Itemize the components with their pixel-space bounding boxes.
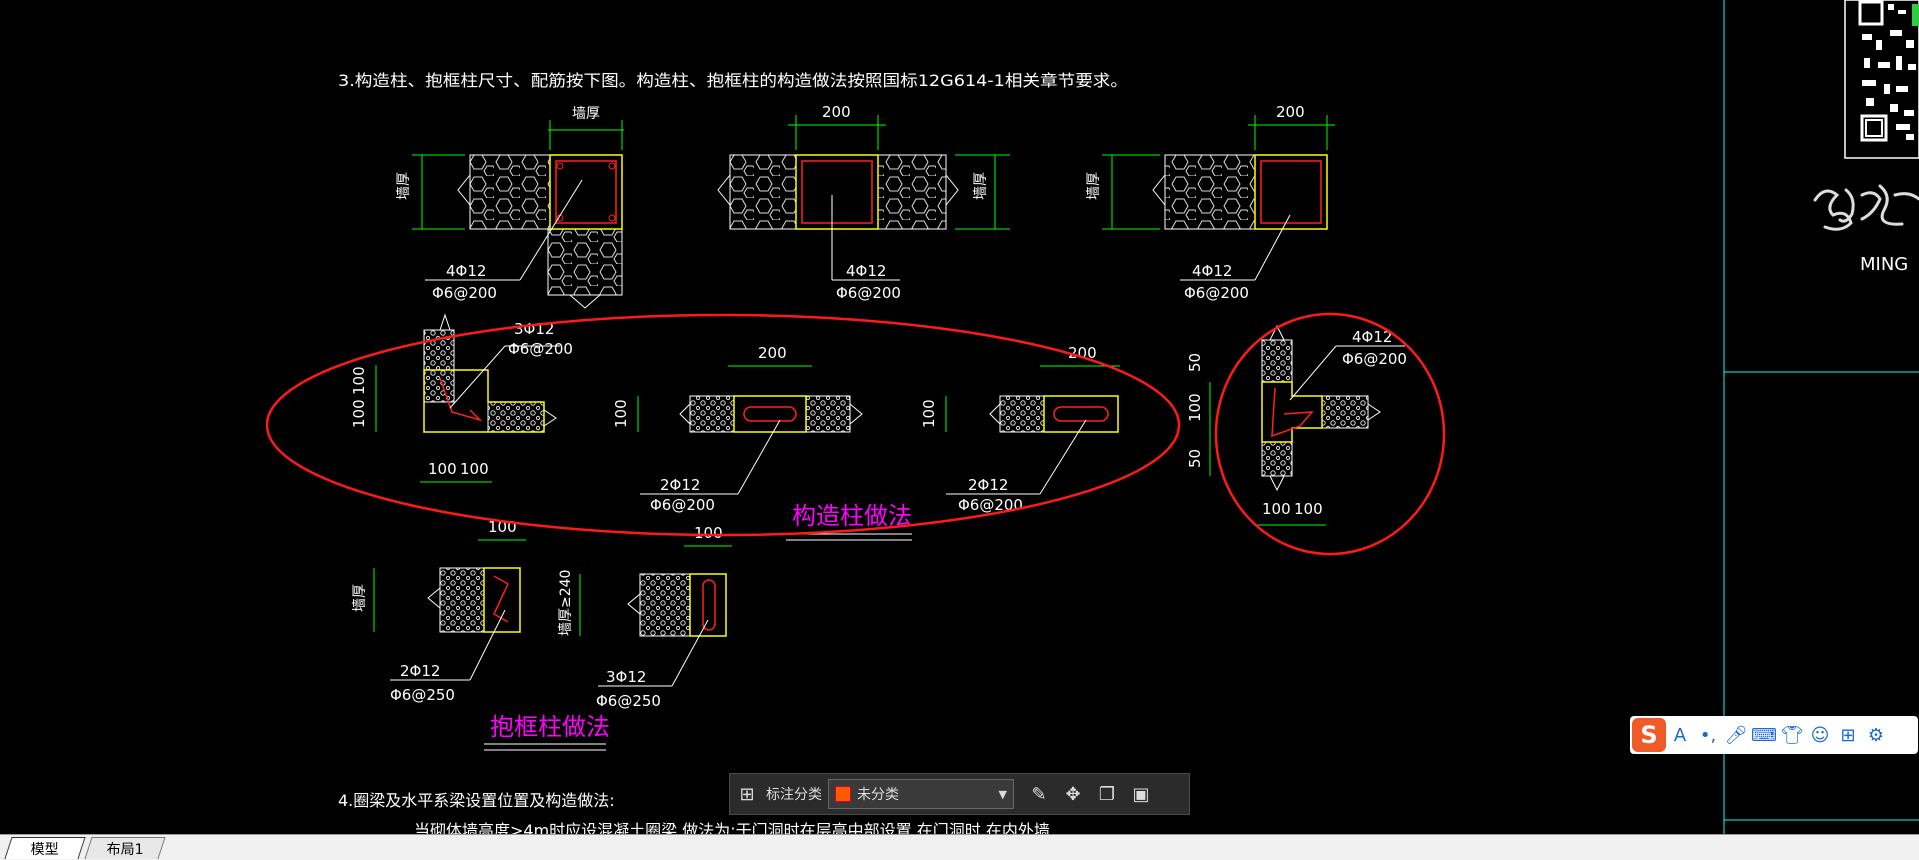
annotation-category-label: 标注分类 bbox=[766, 787, 822, 803]
annotation-toolbar: ⊞ 标注分类 未分类 ▼ ✎ ✥ ❐ ▣ bbox=[729, 773, 1190, 815]
punctuation-icon[interactable]: •, bbox=[1699, 724, 1717, 746]
svg-text:100: 100 bbox=[920, 399, 938, 428]
svg-text:2Φ12: 2Φ12 bbox=[400, 662, 440, 680]
svg-text:200: 200 bbox=[1276, 103, 1305, 121]
tab-layout1[interactable]: 布局1 bbox=[84, 837, 166, 859]
qr-code bbox=[1844, 0, 1919, 159]
svg-text:200: 200 bbox=[758, 344, 787, 362]
svg-text:Φ6@200: Φ6@200 bbox=[1184, 284, 1249, 302]
svg-text:50: 50 bbox=[1186, 353, 1204, 372]
svg-text:200: 200 bbox=[822, 103, 851, 121]
detail-f: 200 100 2Φ12 Φ6@200 bbox=[920, 344, 1120, 514]
svg-text:200: 200 bbox=[1068, 344, 1097, 362]
svg-text:4Φ12: 4Φ12 bbox=[446, 262, 486, 280]
svg-text:墙厚≥240: 墙厚≥240 bbox=[558, 570, 574, 636]
ime-mode-indicator[interactable]: A bbox=[1673, 724, 1687, 746]
cad-model-space[interactable]: MING 3.构造柱、抱框柱尺寸、配筋按下图。构造柱、抱框柱的构造做法按照国标1… bbox=[0, 0, 1919, 840]
svg-text:Φ6@200: Φ6@200 bbox=[650, 496, 715, 514]
frame-col-title: 抱框柱做法 bbox=[490, 713, 610, 741]
svg-text:100: 100 bbox=[1294, 500, 1323, 518]
note-4: 4.圈梁及水平系梁设置位置及构造做法: bbox=[338, 791, 615, 810]
grid-icon[interactable]: ⊞ bbox=[739, 783, 755, 805]
detail-h: 100 墙厚 2Φ12 Φ6@250 bbox=[352, 518, 526, 704]
move-icon[interactable]: ✥ bbox=[1065, 783, 1081, 805]
markup-ellipse-right bbox=[1214, 312, 1446, 556]
svg-text:Φ6@200: Φ6@200 bbox=[836, 284, 901, 302]
copy-icon[interactable]: ❐ bbox=[1098, 783, 1116, 805]
detail-i: 100 墙厚≥240 3Φ12 Φ6@250 bbox=[558, 524, 732, 710]
svg-text:墙厚: 墙厚 bbox=[1086, 172, 1102, 200]
skin-icon[interactable]: 👕︎ bbox=[1780, 724, 1804, 746]
svg-text:100: 100 bbox=[428, 460, 457, 478]
note-3: 3.构造柱、抱框柱尺寸、配筋按下图。构造柱、抱框柱的构造做法按照国标12G614… bbox=[338, 71, 1128, 90]
category-selected-value: 未分类 bbox=[857, 787, 899, 803]
settings-icon[interactable]: ⚙ bbox=[1867, 724, 1885, 746]
company-logo: MING bbox=[1813, 184, 1919, 275]
svg-text:2Φ12: 2Φ12 bbox=[660, 476, 700, 494]
svg-text:100: 100 bbox=[1186, 393, 1204, 422]
keyboard-icon[interactable]: ⌨ bbox=[1751, 724, 1777, 746]
svg-text:Φ6@250: Φ6@250 bbox=[596, 692, 661, 710]
layout-tabs-bar: 模型 布局1 bbox=[0, 834, 1919, 860]
svg-text:2Φ12: 2Φ12 bbox=[968, 476, 1008, 494]
category-color-swatch bbox=[835, 786, 851, 802]
svg-text:墙厚: 墙厚 bbox=[352, 584, 368, 612]
svg-text:4Φ12: 4Φ12 bbox=[1352, 328, 1392, 346]
edit-icon[interactable]: ✎ bbox=[1031, 783, 1047, 805]
svg-text:50: 50 bbox=[1186, 449, 1204, 468]
tab-model[interactable]: 模型 bbox=[4, 837, 86, 859]
detail-a: 墙厚 墙厚 4Φ12 Φ6@200 bbox=[396, 106, 624, 309]
paste-icon[interactable]: ▣ bbox=[1132, 783, 1150, 805]
svg-text:Φ6@250: Φ6@250 bbox=[390, 686, 455, 704]
detail-e: 200 100 2Φ12 Φ6@200 bbox=[612, 344, 863, 514]
svg-text:3Φ12: 3Φ12 bbox=[606, 668, 646, 686]
svg-text:Φ6@200: Φ6@200 bbox=[1342, 350, 1407, 368]
svg-text:100: 100 bbox=[694, 524, 723, 542]
detail-d: 100 100 100 100 3Φ12 Φ6@200 bbox=[350, 313, 573, 483]
ime-toolbar: S A •, 🎤︎ ⌨ 👕︎ ☺ ⊞ ⚙ bbox=[1630, 716, 1918, 754]
detail-b: 200 墙厚 4Φ12 Φ6@200 bbox=[717, 103, 1010, 302]
svg-text:Φ6@200: Φ6@200 bbox=[958, 496, 1023, 514]
chevron-down-icon: ▼ bbox=[998, 787, 1007, 801]
toolbox-icon[interactable]: ☺ bbox=[1810, 724, 1830, 746]
svg-text:100: 100 bbox=[350, 366, 368, 395]
svg-text:100: 100 bbox=[350, 399, 368, 428]
construct-col-title: 构造柱做法 bbox=[792, 502, 912, 530]
annotation-category-select[interactable]: 未分类 ▼ bbox=[828, 779, 1014, 809]
wall-thick-label: 墙厚 bbox=[572, 106, 600, 122]
svg-text:100: 100 bbox=[612, 399, 630, 428]
detail-g: 50 100 50 100 100 4Φ12 Φ6@200 bbox=[1186, 324, 1407, 526]
svg-text:墙厚: 墙厚 bbox=[973, 172, 989, 200]
microphone-icon[interactable]: 🎤︎ bbox=[1724, 724, 1748, 746]
svg-text:Φ6@200: Φ6@200 bbox=[508, 340, 573, 358]
svg-text:4Φ12: 4Φ12 bbox=[1192, 262, 1232, 280]
svg-text:墙厚: 墙厚 bbox=[396, 172, 412, 200]
logo-text: MING bbox=[1860, 254, 1908, 275]
markup-ellipse-left bbox=[265, 313, 1181, 537]
svg-text:100: 100 bbox=[1262, 500, 1291, 518]
sogou-logo-icon[interactable]: S bbox=[1632, 718, 1666, 752]
svg-text:100: 100 bbox=[460, 460, 489, 478]
svg-text:4Φ12: 4Φ12 bbox=[846, 262, 886, 280]
note-4-sub: 当砌体墙高度>4m时应设混凝土圈梁,做法为:于门洞时在层高中部设置,在门洞时,在… bbox=[414, 821, 1050, 834]
svg-text:Φ6@200: Φ6@200 bbox=[432, 284, 497, 302]
apps-icon[interactable]: ⊞ bbox=[1840, 724, 1856, 746]
detail-c: 200 墙厚 4Φ12 Φ6@200 bbox=[1086, 103, 1335, 302]
